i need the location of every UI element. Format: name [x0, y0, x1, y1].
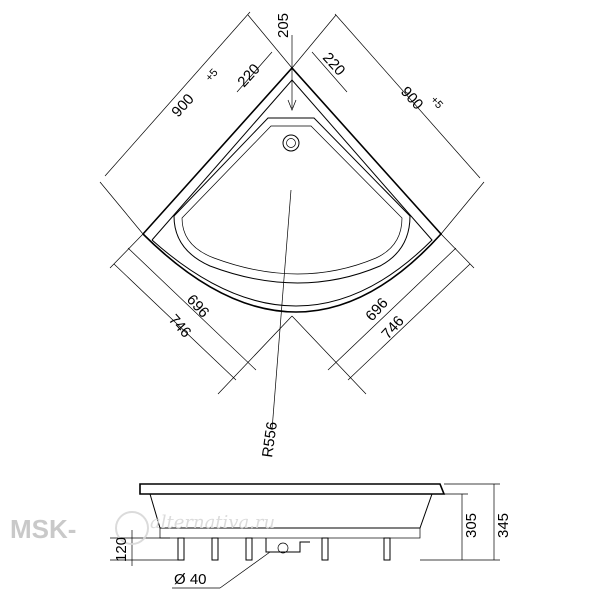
leg-3 [245, 537, 253, 561]
tray-rim-line [151, 79, 433, 307]
leg-2 [211, 537, 219, 561]
leg-1 [177, 537, 185, 561]
label-width-left-tol: +5 [203, 67, 220, 84]
ext-line-900-left [99, 181, 144, 235]
label-width-right-tol: +5 [428, 94, 445, 111]
tray-outer-outline [142, 66, 443, 313]
side-view [110, 483, 500, 589]
radius-leader [271, 189, 292, 431]
drain-trap [265, 538, 310, 553]
dim-line-696-right [327, 247, 457, 371]
drain-inner [286, 138, 296, 148]
label-width-left: 900 [168, 91, 197, 121]
dim-arrow-205 [287, 99, 297, 111]
dim-line-220-right [311, 51, 348, 93]
dim-line-746-right [347, 263, 471, 381]
drain-leader [219, 551, 271, 589]
dim-line-900-right [334, 13, 481, 179]
label-height-total: 345 [495, 513, 512, 538]
plan-view [99, 11, 485, 431]
ext-line-900-right [440, 181, 485, 235]
tray-basin-inner-line [181, 125, 403, 275]
watermark-at-circle [115, 511, 149, 545]
ext-line-right-bottom [440, 233, 475, 269]
watermark: MSK- alternativa.ru [10, 511, 275, 545]
label-height-drain: 120 [113, 537, 130, 562]
tray-frame [159, 527, 421, 539]
ext-line-900-left-top [247, 14, 293, 69]
label-drain-diameter: Ø 40 [174, 571, 207, 588]
dim-line-220-left [236, 51, 273, 93]
ext-line-center-left [217, 315, 293, 395]
leg-5 [321, 537, 329, 561]
label-edge-right: 220 [319, 49, 348, 79]
drain-outer [282, 134, 300, 152]
ext-line-900-right-top [291, 14, 337, 69]
tray-side-rim [139, 483, 446, 495]
label-radius: R556 [259, 421, 281, 459]
label-height-tray: 305 [463, 513, 480, 538]
label-inner-left: 696 [183, 291, 212, 321]
watermark-script: alternativa.ru [150, 512, 275, 533]
label-width-right: 900 [397, 83, 426, 113]
dim-line-696-left [127, 247, 257, 371]
label-drain-offset: 205 [275, 13, 292, 38]
label-outer-left: 746 [165, 311, 194, 341]
drain-trap-cap [277, 542, 289, 554]
ext-line-center-right [291, 315, 367, 395]
tray-basin-outline [173, 117, 411, 284]
watermark-brand: MSK- [10, 514, 76, 544]
dim-line-746-left [113, 263, 237, 381]
label-edge-left: 220 [234, 61, 263, 91]
dim-line-900-left [104, 11, 251, 177]
ext-line-left-bottom [109, 233, 144, 269]
label-outer-right: 746 [378, 313, 407, 343]
leg-4 [383, 537, 391, 561]
